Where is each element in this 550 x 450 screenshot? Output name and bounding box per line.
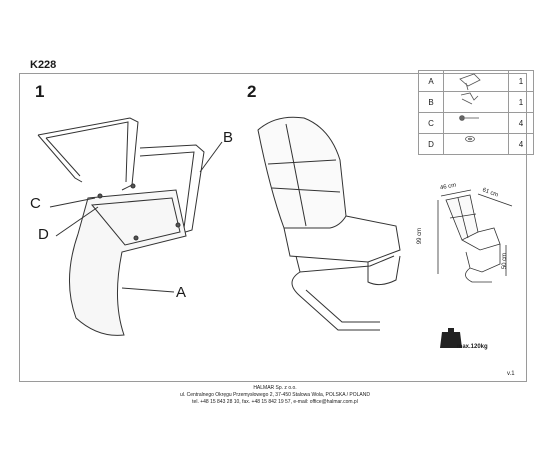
callout-a: A	[176, 284, 187, 301]
version-label: v.1	[507, 371, 515, 377]
callout-d: D	[38, 226, 49, 243]
leader-d	[55, 206, 99, 237]
parts-row: B 1	[418, 91, 534, 113]
part-letter: B	[418, 91, 444, 113]
step-2-number: 2	[247, 82, 257, 101]
part-quantity: 4	[508, 112, 534, 134]
parts-row: C 4	[418, 112, 534, 134]
parts-row: D 4	[418, 133, 534, 155]
part-image-cell	[443, 112, 509, 134]
parts-table: A 1 B 1 C 4 D 4	[418, 70, 534, 155]
step-2-chair	[257, 116, 401, 331]
max-load-label: max.120kg	[457, 344, 488, 350]
part-image-cell	[443, 133, 509, 155]
footer-address: ul. Centralnego Okręgu Przemysłowego 2, …	[179, 392, 370, 398]
part-quantity: 1	[508, 70, 534, 92]
part-quantity: 4	[508, 133, 534, 155]
seat-a	[69, 189, 187, 336]
parts-row: A 1	[418, 70, 534, 92]
callout-c: C	[30, 195, 41, 212]
instruction-frame	[19, 73, 527, 382]
bolt-c-icon-3	[133, 235, 139, 241]
model-code: K228	[30, 59, 57, 71]
part-image-cell	[443, 91, 509, 113]
part-image-cell	[443, 70, 509, 92]
step-1-number: 1	[35, 82, 45, 101]
footer-contact: tel. +48 15 843 28 10, fax. +48 15 842 1…	[192, 399, 358, 405]
leader-c	[49, 197, 96, 208]
part-letter: A	[418, 70, 444, 92]
dimension-drawing	[437, 189, 513, 283]
width-line	[440, 189, 472, 197]
step-1-drawing	[37, 117, 223, 336]
footer-company: HALMAR Sp. z o.o.	[253, 385, 297, 391]
part-quantity: 1	[508, 91, 534, 113]
depth-line	[477, 193, 513, 207]
bolt-c-icon-2	[130, 183, 136, 189]
callout-b: B	[223, 129, 234, 146]
bolt-c-icon-4	[175, 222, 181, 228]
weight-icon	[440, 328, 462, 348]
part-letter: C	[418, 112, 444, 134]
dimension-height: 99 cm	[417, 227, 424, 245]
leader-b	[199, 141, 223, 173]
bolt-c-icon	[97, 193, 103, 199]
dimension-seat-height: 50 cm	[502, 252, 509, 270]
part-letter: D	[418, 133, 444, 155]
leader-a	[121, 287, 175, 293]
frame-b	[37, 117, 205, 253]
